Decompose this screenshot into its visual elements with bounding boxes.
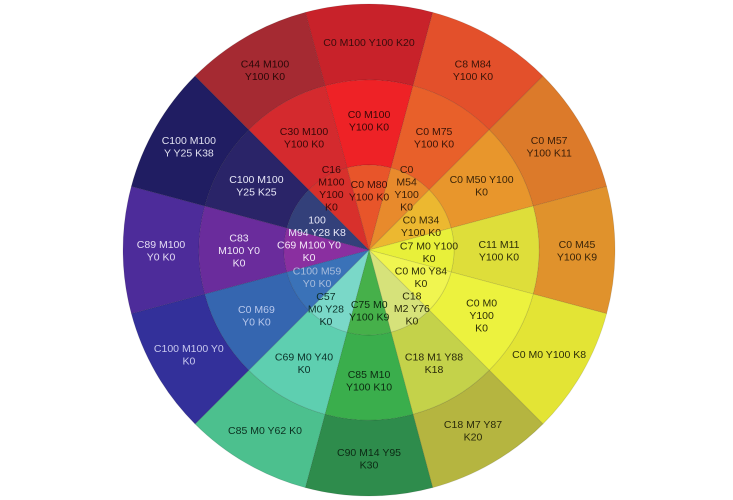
inner-ring-segment [308, 167, 370, 252]
inner-ring-segment [367, 227, 455, 273]
inner-ring-segment [286, 249, 371, 311]
outer-ring-label: C85 M0 Y62 K0 [228, 425, 302, 437]
inner-ring-segment [346, 164, 392, 252]
inner-ring-segment [367, 189, 452, 251]
inner-ring-segment [368, 248, 430, 333]
inner-ring-segment [283, 227, 371, 273]
inner-ring-segment [308, 248, 370, 333]
inner-ring-segment [367, 249, 452, 311]
outer-ring-label: C0 M100 Y100 K20 [323, 37, 415, 49]
inner-ring-segment [286, 189, 371, 251]
inner-ring-segment [346, 248, 392, 336]
outer-ring-label: C0 M0 Y100 K8 [512, 349, 586, 361]
inner-ring-segment [368, 167, 430, 252]
